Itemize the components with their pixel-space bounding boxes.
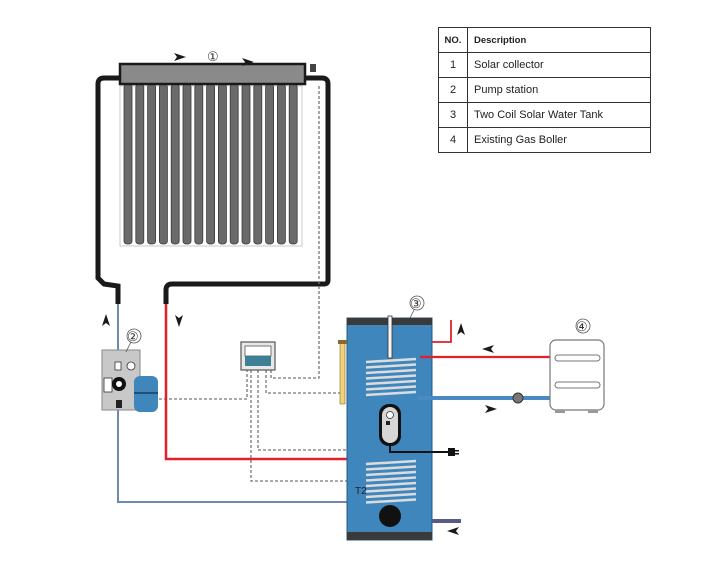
lower-heat-coil: [365, 459, 417, 504]
hot-solar-pipe: [164, 304, 362, 461]
legend-row-description: Existing Gas Boller: [467, 127, 651, 153]
collector-flow-pipe: [163, 75, 331, 304]
legend-table: NO. Description 1 Solar collector 2 Pump…: [438, 27, 651, 153]
vacuum-tube: [206, 83, 216, 245]
vacuum-tube: [170, 83, 180, 245]
left-arrow-icon: [482, 345, 494, 353]
solar-collector: ①: [95, 50, 331, 304]
legend-row-no: 2: [438, 77, 468, 103]
legend-header-description: Description: [467, 27, 651, 53]
legend-row: 2 Pump station: [438, 77, 651, 103]
legend-row-description: Pump station: [467, 77, 651, 103]
right-arrow-icon: [485, 405, 497, 413]
vacuum-tube: [253, 83, 263, 245]
coil-turn: [365, 465, 417, 471]
coil-turn: [365, 379, 417, 386]
flow-arrow-icon: [174, 53, 186, 61]
collector-manifold: [118, 62, 307, 86]
vacuum-tube: [229, 83, 239, 245]
vacuum-tube: [123, 83, 133, 245]
boiler-number-label: ④: [576, 320, 588, 335]
legend-header-no: NO.: [438, 27, 468, 53]
coil-turn: [365, 374, 417, 380]
legend-row: 4 Existing Gas Boller: [438, 127, 651, 153]
vacuum-tube: [288, 83, 298, 245]
legend-row-no: 3: [438, 102, 468, 128]
up-arrow-icon: [102, 314, 110, 326]
collector-return-pipe: [95, 75, 121, 304]
pump-station: ②: [101, 328, 158, 412]
down-arrow-icon: [175, 315, 183, 327]
solar-controller: [240, 341, 276, 371]
coil-turn: [365, 492, 417, 499]
coil-turn: [365, 390, 417, 397]
coil-turn: [365, 481, 417, 488]
coil-turn: [365, 363, 417, 369]
vacuum-tube: [276, 83, 286, 245]
legend-header-row: NO. Description: [438, 27, 651, 53]
power-plug-icon: [448, 448, 455, 456]
legend-row-description: Solar collector: [467, 52, 651, 78]
sensor-t2-label: T2: [355, 486, 367, 497]
hot-water-outlet-pipe: [432, 320, 452, 343]
coil-turn: [365, 459, 417, 466]
flow-arrow-icon: [242, 58, 254, 66]
vacuum-tube: [265, 83, 275, 245]
coil-turn: [365, 498, 417, 504]
pump-station-number-label: ②: [127, 330, 139, 345]
valve-icon: [512, 392, 524, 404]
coil-turn: [365, 385, 417, 391]
left-arrow-icon: [447, 527, 459, 535]
solar-water-tank: ③ T2: [338, 295, 459, 541]
collector-number-label: ①: [207, 50, 219, 65]
legend-row-no: 1: [438, 52, 468, 78]
coil-turn: [365, 368, 417, 375]
vacuum-tube: [147, 83, 157, 245]
coil-turn: [365, 476, 417, 482]
vacuum-tube: [217, 83, 227, 245]
vacuum-tube: [194, 83, 204, 245]
vacuum-tube: [182, 83, 192, 245]
coil-turn: [365, 470, 417, 477]
expansion-vessel: [134, 376, 158, 412]
legend-row-description: Two Coil Solar Water Tank: [467, 102, 651, 128]
vacuum-tube: [135, 83, 145, 245]
vacuum-tubes: [123, 83, 298, 245]
upper-heat-coil: [365, 357, 417, 397]
coil-turn: [365, 487, 417, 493]
gas-boiler: ④: [549, 318, 605, 413]
legend-row-no: 4: [438, 127, 468, 153]
coil-turn: [365, 357, 417, 364]
sensor-wires: [144, 86, 380, 482]
legend-row: 3 Two Coil Solar Water Tank: [438, 102, 651, 128]
up-arrow-icon: [457, 323, 465, 335]
vacuum-tube: [241, 83, 251, 245]
legend-row: 1 Solar collector: [438, 52, 651, 78]
tank-number-label: ③: [410, 297, 422, 312]
vacuum-tube: [158, 83, 168, 245]
